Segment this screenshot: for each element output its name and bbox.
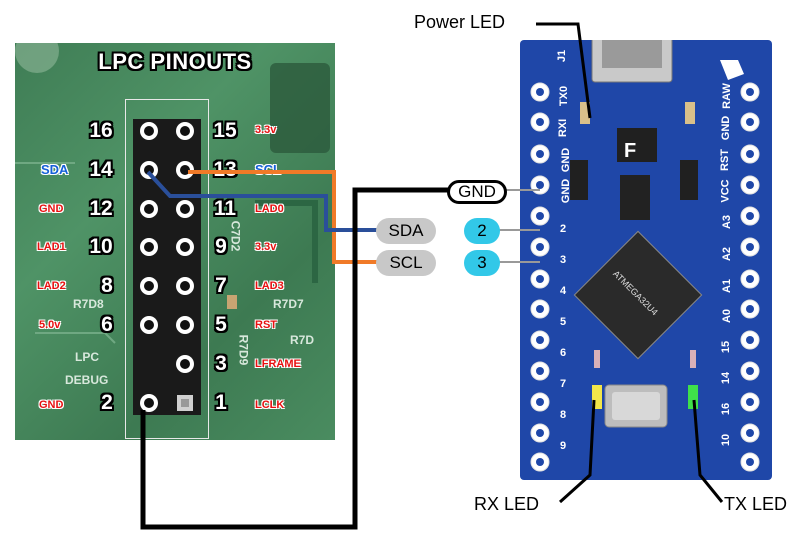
rx-led-glow <box>592 385 602 409</box>
label-lframe: LFRAME <box>255 358 301 370</box>
gnd-callout: GND <box>447 180 507 204</box>
label-lclk: LCLK <box>255 399 285 411</box>
label-3v3-9: 3.3v <box>255 241 277 253</box>
scl-wire <box>188 170 380 264</box>
pin-10: 10 <box>89 235 113 258</box>
label-sda: SDA <box>41 162 69 177</box>
label-lad2: LAD2 <box>37 280 66 292</box>
label-rst: RST <box>255 319 277 331</box>
lpc-board: LPC PINOUTS LPC DEBUG R7D8 R7D7 R7D C7D2… <box>15 43 335 440</box>
tx-led-glow <box>688 385 698 409</box>
silk-r7d: R7D <box>290 333 315 347</box>
silk-r7d8: R7D8 <box>73 297 104 311</box>
pm-3: 3 <box>560 254 567 266</box>
tx-led-pointer <box>692 399 724 503</box>
label-gnd-12: GND <box>39 203 64 215</box>
pm-8: 8 <box>560 409 567 421</box>
pin-13: 13 <box>213 158 237 181</box>
gnd-wire <box>140 187 450 530</box>
pro-micro-board: F ATMEGA32U4 J1 TX0 RXI GND GND 2 3 4 5 … <box>520 40 772 480</box>
power-led-pointer <box>536 22 592 119</box>
pin-header <box>133 119 201 415</box>
label-lad3: LAD3 <box>255 280 284 292</box>
tx-led-label: TX LED <box>724 494 788 514</box>
pin-6: 6 <box>101 313 113 336</box>
sda-wire <box>146 170 380 232</box>
power-led-label: Power LED <box>414 12 506 32</box>
pin-5: 5 <box>215 313 227 336</box>
pin-11: 11 <box>213 197 237 220</box>
pin-16: 16 <box>89 119 113 142</box>
scl-callout: SCL <box>376 250 436 276</box>
pm-5: 5 <box>560 316 567 328</box>
pin-holes <box>140 122 194 412</box>
pro-micro-art <box>530 40 760 472</box>
fuse-label: F <box>624 140 637 162</box>
scl-pin-callout: 3 <box>464 250 500 276</box>
silk-debug: DEBUG <box>65 373 109 387</box>
label-3v3-15: 3.3v <box>255 124 277 136</box>
pm-9: 9 <box>560 440 567 452</box>
label-5v: 5.0v <box>39 319 61 331</box>
label-lad0: LAD0 <box>255 203 284 215</box>
pin-9: 9 <box>215 235 227 258</box>
pm-4: 4 <box>560 285 567 297</box>
pin-12: 12 <box>89 197 113 220</box>
sda-pin-callout: 2 <box>464 218 500 244</box>
label-lad1: LAD1 <box>37 241 66 253</box>
pin-7: 7 <box>215 274 227 297</box>
rx-led-pointer <box>558 399 596 504</box>
pin-3: 3 <box>215 352 227 375</box>
silk-r7d7: R7D7 <box>273 297 304 311</box>
header-outline <box>125 99 209 439</box>
pm-7: 7 <box>560 378 567 390</box>
pin-14: 14 <box>89 158 113 181</box>
pin-15: 15 <box>213 119 237 142</box>
sda-callout: SDA <box>376 218 436 244</box>
label-gnd-2: GND <box>39 399 64 411</box>
pm-6: 6 <box>560 347 567 359</box>
pin-1: 1 <box>215 391 227 414</box>
pin-2: 2 <box>101 391 113 414</box>
lpc-title: LPC PINOUTS <box>98 49 252 74</box>
pin-8: 8 <box>101 274 113 297</box>
pm-2: 2 <box>560 223 567 235</box>
silk-lpc: LPC <box>75 350 99 364</box>
rx-led-label: RX LED <box>474 494 540 514</box>
